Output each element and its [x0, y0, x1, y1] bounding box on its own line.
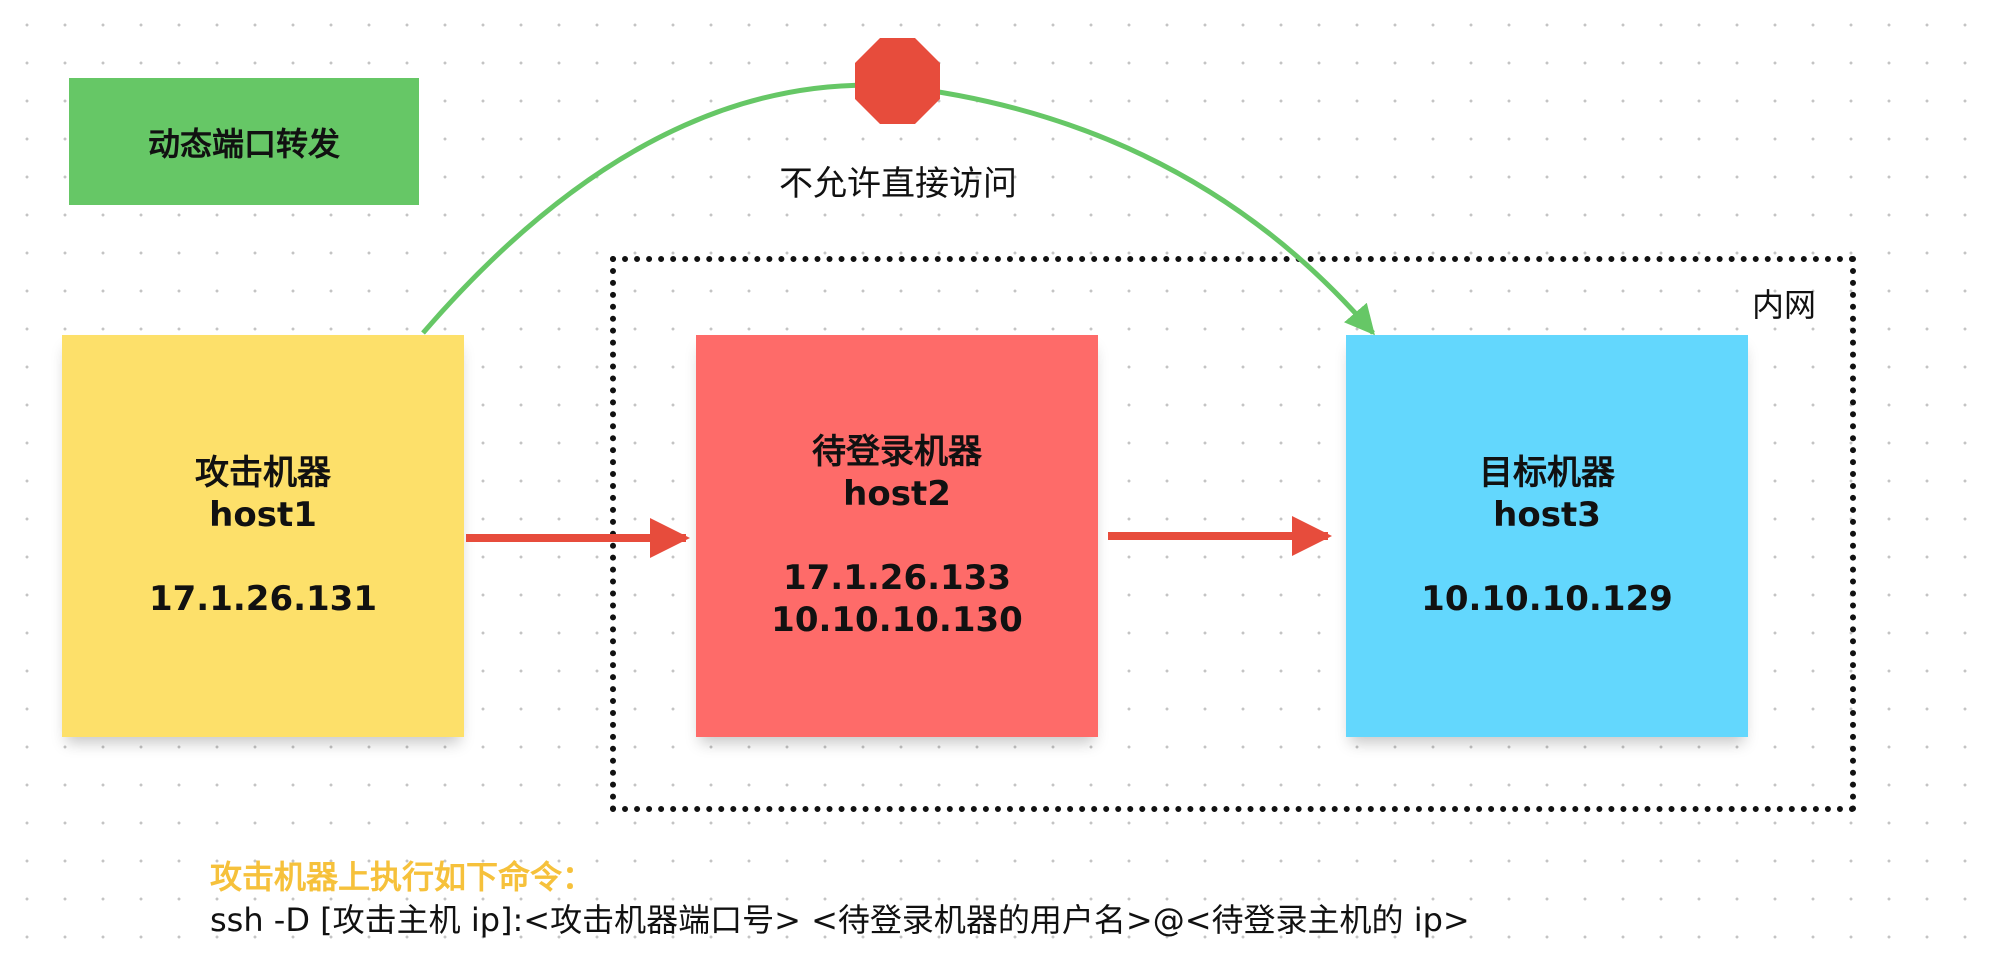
node-attacker: 攻击机器 host1 17.1.26.131	[62, 335, 464, 737]
intranet-label: 内网	[1751, 286, 1816, 324]
node-jump-host-label: host2	[843, 474, 951, 514]
node-jump-host: 待登录机器 host2 17.1.26.133 10.10.10.130	[696, 335, 1098, 737]
stop-sign-icon	[855, 38, 940, 124]
diagram-title-text: 动态端口转发	[147, 124, 340, 163]
node-target: 目标机器 host3 10.10.10.129	[1346, 335, 1748, 737]
command-text: ssh -D [攻击主机 ip]:<攻击机器端口号> <待登录机器的用户名>@<…	[210, 901, 1470, 939]
node-target-host: host3	[1493, 495, 1601, 535]
node-target-name: 目标机器	[1479, 453, 1615, 493]
node-target-ip: 10.10.10.129	[1421, 579, 1673, 619]
node-jump-ip-internal: 10.10.10.130	[771, 600, 1023, 640]
node-attacker-host: host1	[209, 495, 317, 535]
node-jump-name: 待登录机器	[812, 432, 982, 472]
node-attacker-name: 攻击机器	[195, 453, 331, 493]
command-heading: 攻击机器上执行如下命令：	[210, 858, 595, 896]
blocked-access-label: 不允许直接访问	[779, 164, 1017, 204]
diagram-title: 动态端口转发	[69, 78, 419, 205]
node-jump-ip-external: 17.1.26.133	[782, 558, 1011, 598]
node-attacker-ip: 17.1.26.131	[148, 579, 377, 619]
